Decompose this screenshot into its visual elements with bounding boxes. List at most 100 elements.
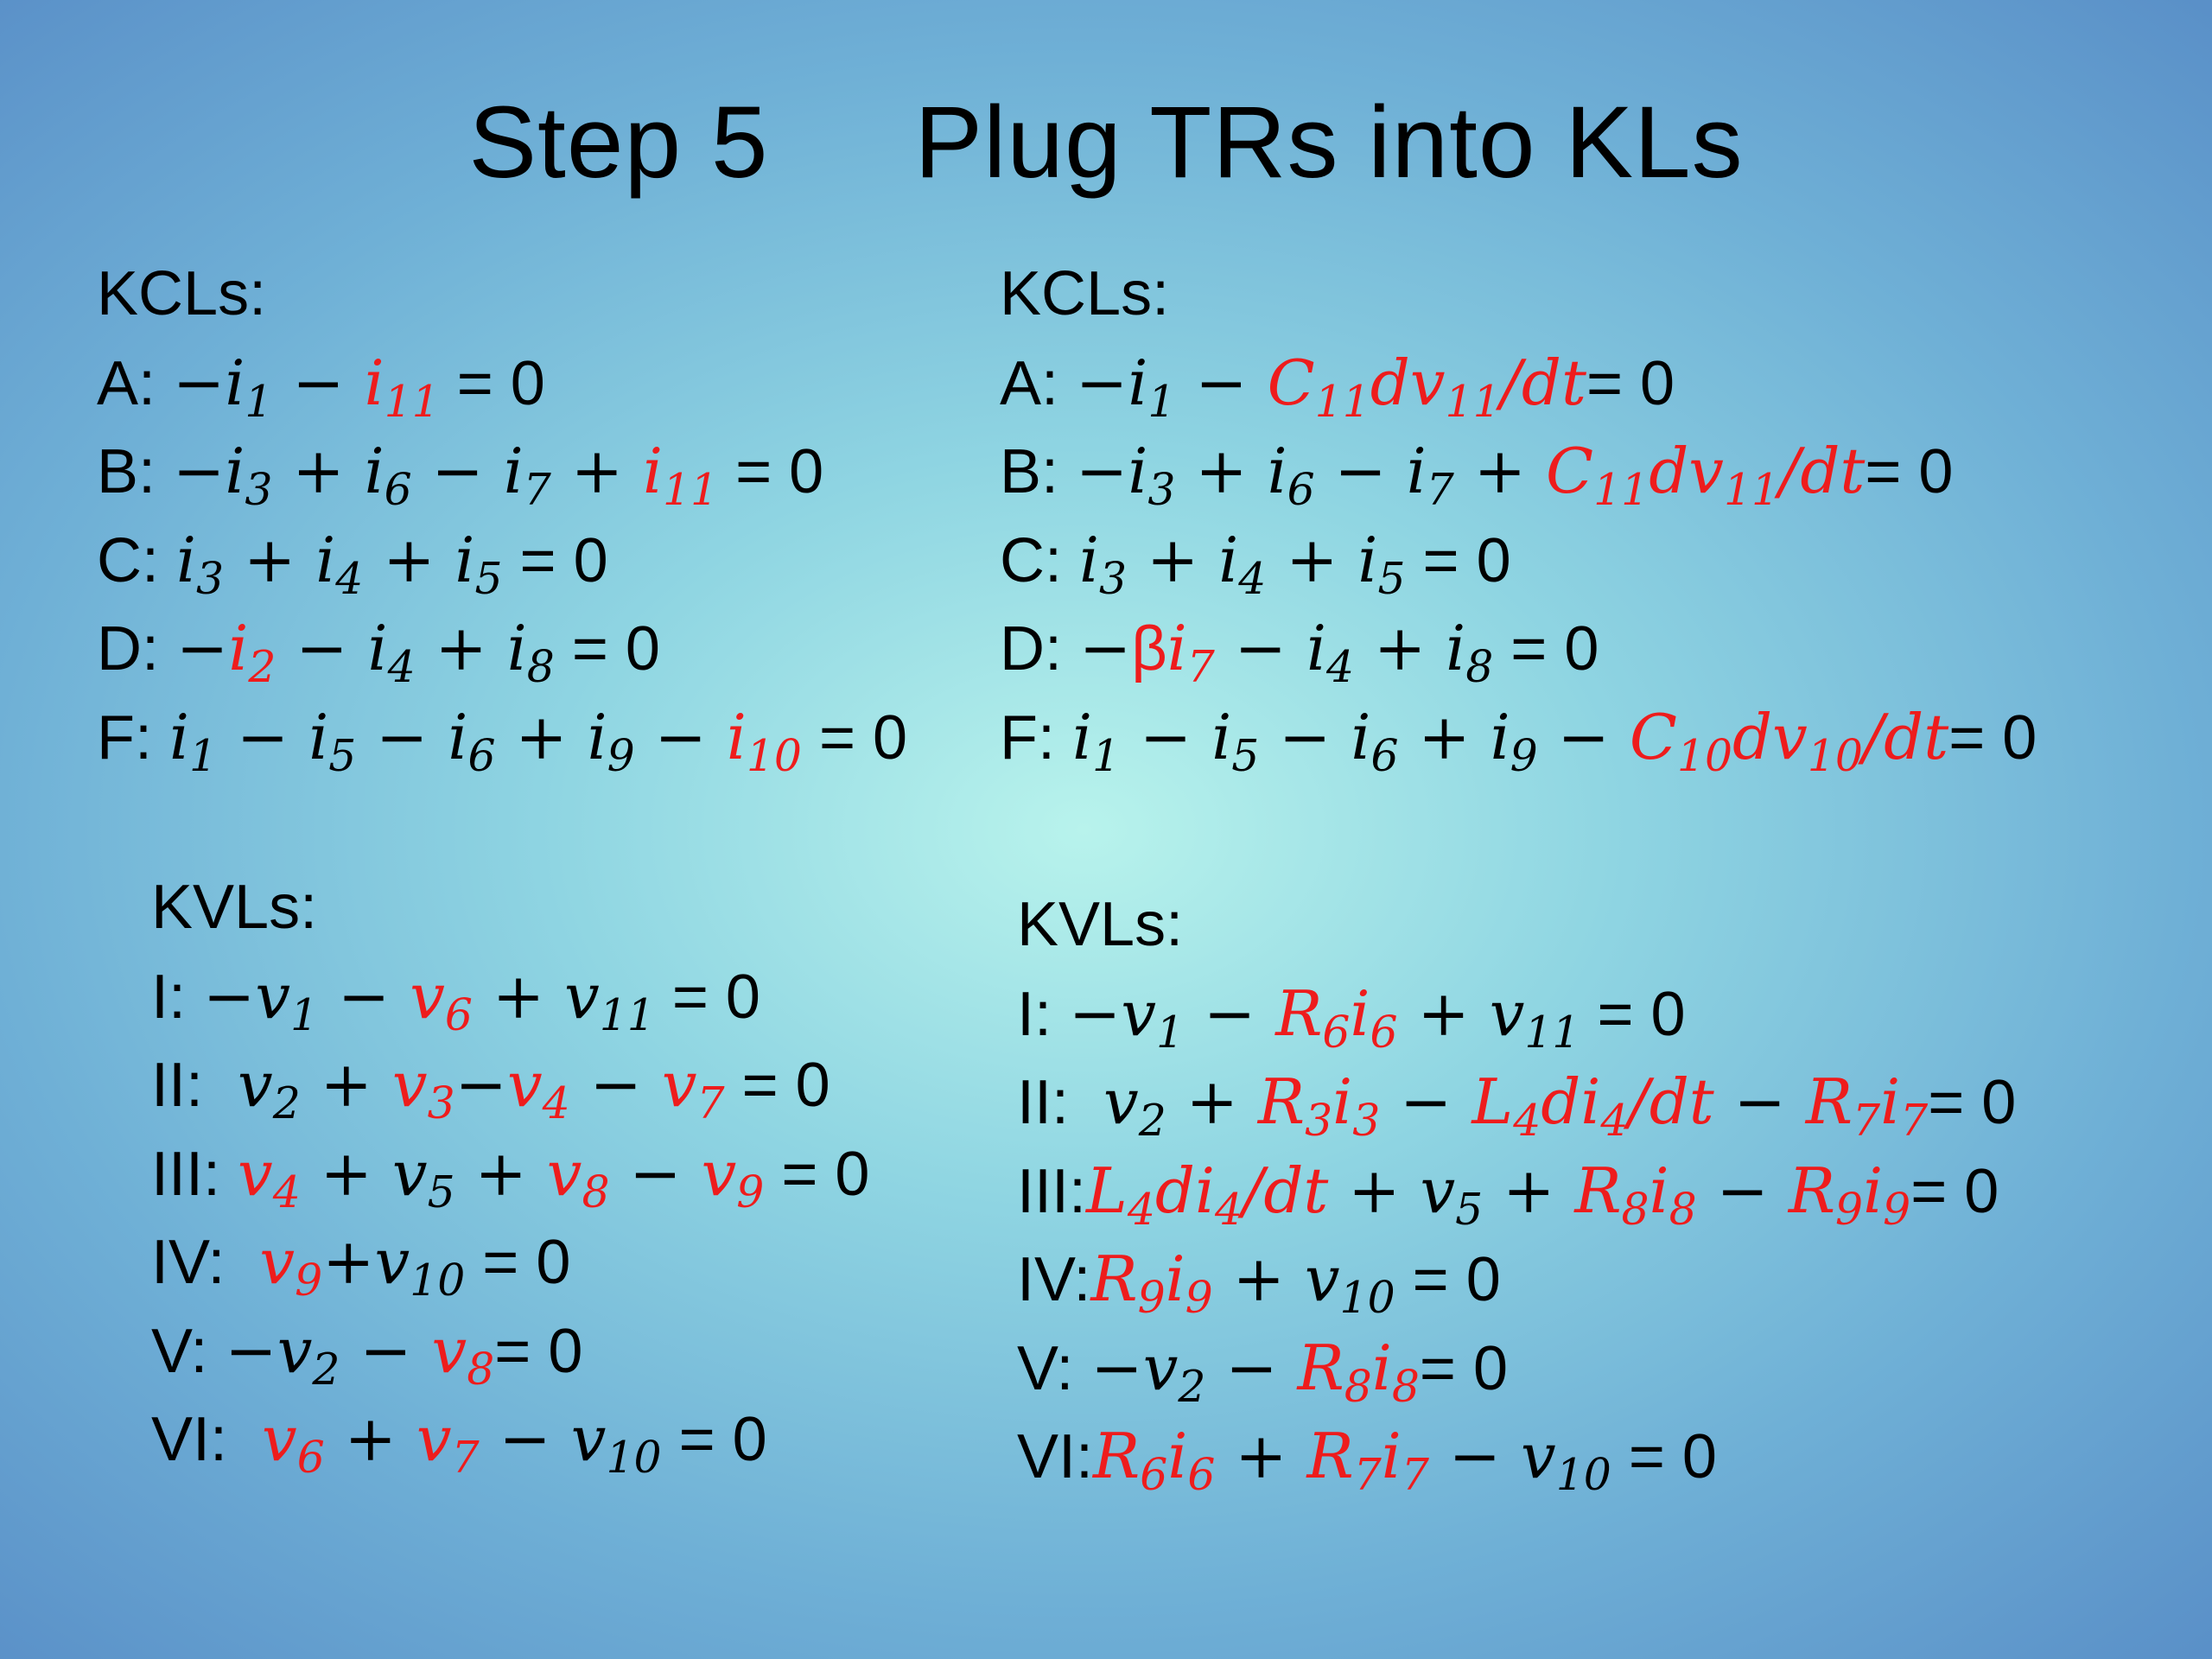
subscript: 9 <box>607 729 635 781</box>
subscript: 11 <box>1723 464 1780 516</box>
slide-title: Step 5 Plug TRs into KLs <box>468 86 1744 200</box>
equation-term: v11 <box>564 959 655 1040</box>
subscript: 8 <box>1391 1360 1420 1412</box>
substituted-term: i6 <box>1350 976 1398 1058</box>
substituted-term: i8 <box>1649 1154 1697 1235</box>
substituted-term: v3 <box>391 1048 455 1129</box>
equation-term: + <box>1354 612 1446 684</box>
subscript: 5 <box>1231 729 1260 781</box>
substituted-term: β <box>1131 614 1167 683</box>
equation-term: + <box>300 1048 392 1121</box>
equation-term: = 0 <box>1586 348 1675 418</box>
equation-line: B: −i3 + i6 − i7 + C11dv11/dt= 0 <box>1000 432 1953 516</box>
equation-line: C: i3 + i4 + i5 = 0 <box>97 521 608 604</box>
subscript: 10 <box>410 1255 466 1306</box>
subscript: 9 <box>1137 1272 1166 1324</box>
subscript: 6 <box>1140 1449 1168 1501</box>
equation-line: V: −v2 − R8i8= 0 <box>1017 1329 1509 1412</box>
subscript: 4 <box>335 552 364 604</box>
equation-line: I: −v1 − R6i6 + v11 = 0 <box>1017 975 1686 1058</box>
equation-term: = 0 <box>718 437 824 506</box>
equation-term: − <box>1713 1065 1806 1138</box>
equation-term: i4 <box>1218 523 1267 604</box>
equation-term: − <box>1696 1154 1789 1227</box>
subscript: 10 <box>1676 729 1733 781</box>
equation-term: + <box>1127 523 1219 596</box>
equation-line: D: −i2 − i4 + i8 = 0 <box>97 609 660 693</box>
equation-term: − <box>454 1048 507 1121</box>
substituted-term: i6 <box>1167 1420 1216 1501</box>
equation-term: + <box>1397 976 1490 1050</box>
kvl-heading: KVLs: <box>151 873 318 942</box>
equation-term: − <box>1184 976 1276 1050</box>
substituted-term: i11 <box>364 346 440 427</box>
substituted-term: v4 <box>506 1048 570 1129</box>
equation-term: − <box>1076 435 1128 507</box>
equation-term: − <box>1079 612 1132 684</box>
subscript: 11 <box>663 464 719 516</box>
substituted-term: R7 <box>1306 1420 1382 1501</box>
equation-label: B: <box>1000 437 1077 506</box>
subscript: 6 <box>467 729 496 781</box>
subscript: 3 <box>1352 1095 1381 1147</box>
equation-term: = 0 <box>1910 1156 1999 1226</box>
subscript: 3 <box>1099 552 1128 604</box>
subscript: 10 <box>1555 1449 1611 1501</box>
equation-term: + <box>454 1136 547 1210</box>
substituted-term: v6 <box>262 1402 325 1484</box>
subscript: 3 <box>1147 464 1176 516</box>
equation-term: + <box>1483 1154 1575 1227</box>
substituted-term: R6 <box>1093 1420 1168 1501</box>
subscript: 3 <box>1305 1095 1333 1147</box>
equation-line: F: i1 − i5 − i6 + i9 − i10 = 0 <box>97 698 907 781</box>
subscript: 8 <box>1465 641 1494 693</box>
kcl-heading: KCLs: <box>97 259 267 328</box>
substituted-term: v6 <box>410 959 473 1040</box>
equation-term: − <box>634 700 727 773</box>
subscript: 7 <box>1853 1095 1881 1147</box>
substituted-term: i9 <box>1863 1154 1911 1235</box>
equation-term: − <box>176 612 229 684</box>
equation-term: i3 <box>176 523 225 604</box>
subscript: 1 <box>1156 1006 1185 1058</box>
equation-term: + <box>472 959 565 1033</box>
subscript: 7 <box>451 1432 480 1484</box>
equation-line: A: −i1 − C11dv11/dt= 0 <box>1000 344 1675 423</box>
equation-term: i4 <box>367 612 416 693</box>
equation-term: + <box>550 435 643 507</box>
equation-label: II: <box>151 1051 238 1120</box>
equation-term: − <box>318 959 410 1033</box>
equation-term: = 0 <box>1419 1333 1509 1403</box>
subscript: 9 <box>295 1255 323 1306</box>
equation-line: C: i3 + i4 + i5 = 0 <box>1000 521 1511 604</box>
equation-term: − <box>217 700 309 773</box>
equation-term: i6 <box>1351 700 1399 781</box>
equation-term: = 0 <box>554 614 660 683</box>
substituted-term: i11 <box>642 435 719 516</box>
subscript: 4 <box>1513 1095 1541 1147</box>
kvl-heading: KVLs: <box>1017 890 1184 959</box>
subscript: 8 <box>1621 1183 1649 1235</box>
kcl-heading: KCLs: <box>1000 259 1170 328</box>
subscript: 8 <box>582 1166 610 1217</box>
subscript: 4 <box>542 1077 570 1129</box>
subscript: 8 <box>526 641 555 693</box>
equation-term: − <box>1069 976 1122 1050</box>
substituted-term: i9 <box>1165 1243 1213 1324</box>
subscript: 7 <box>1186 641 1215 693</box>
substituted-term: R6 <box>1275 976 1351 1058</box>
equation-term: v2 <box>1142 1331 1206 1412</box>
equation-term: i9 <box>587 700 635 781</box>
subscript: 6 <box>1370 729 1399 781</box>
subscript: 10 <box>746 729 802 781</box>
substituted-term: L4 <box>1086 1154 1155 1235</box>
equation-term: i3 <box>1128 435 1176 516</box>
subscript: 9 <box>736 1166 765 1217</box>
equation-label: IV: <box>151 1228 260 1297</box>
equation-term: i1 <box>1072 700 1121 781</box>
equation-term: = 0 <box>494 1316 583 1386</box>
equation-term: = 0 <box>1948 702 2037 772</box>
equation-term: + <box>1453 435 1546 507</box>
subscript: 6 <box>1370 1006 1398 1058</box>
